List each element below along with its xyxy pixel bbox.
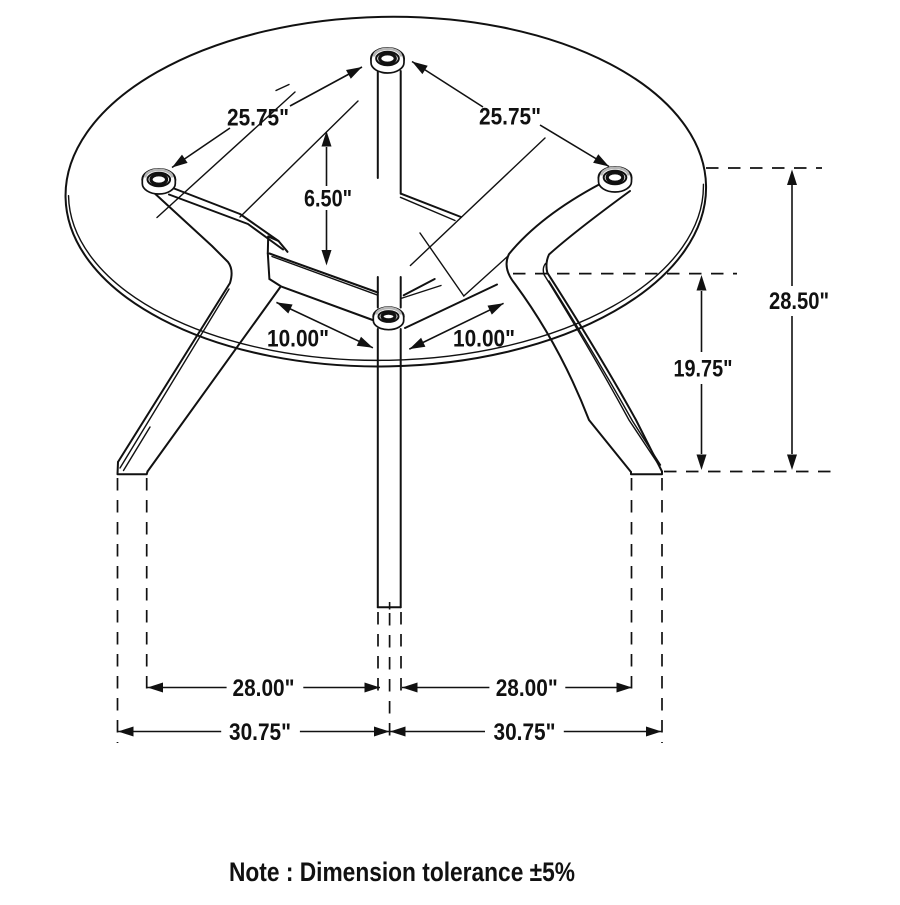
svg-text:Note : Dimension tolerance ±5%: Note : Dimension tolerance ±5% bbox=[229, 857, 575, 887]
svg-text:25.75": 25.75" bbox=[227, 105, 289, 132]
svg-text:10.00": 10.00" bbox=[267, 326, 329, 353]
svg-text:28.50": 28.50" bbox=[769, 288, 829, 315]
svg-text:10.00": 10.00" bbox=[453, 326, 515, 353]
svg-text:28.00": 28.00" bbox=[496, 675, 558, 702]
svg-text:28.00": 28.00" bbox=[233, 675, 295, 702]
svg-text:25.75": 25.75" bbox=[479, 104, 541, 131]
svg-text:30.75": 30.75" bbox=[229, 719, 291, 746]
svg-text:6.50": 6.50" bbox=[304, 186, 352, 213]
svg-text:30.75": 30.75" bbox=[494, 719, 556, 746]
svg-text:19.75": 19.75" bbox=[674, 356, 733, 383]
